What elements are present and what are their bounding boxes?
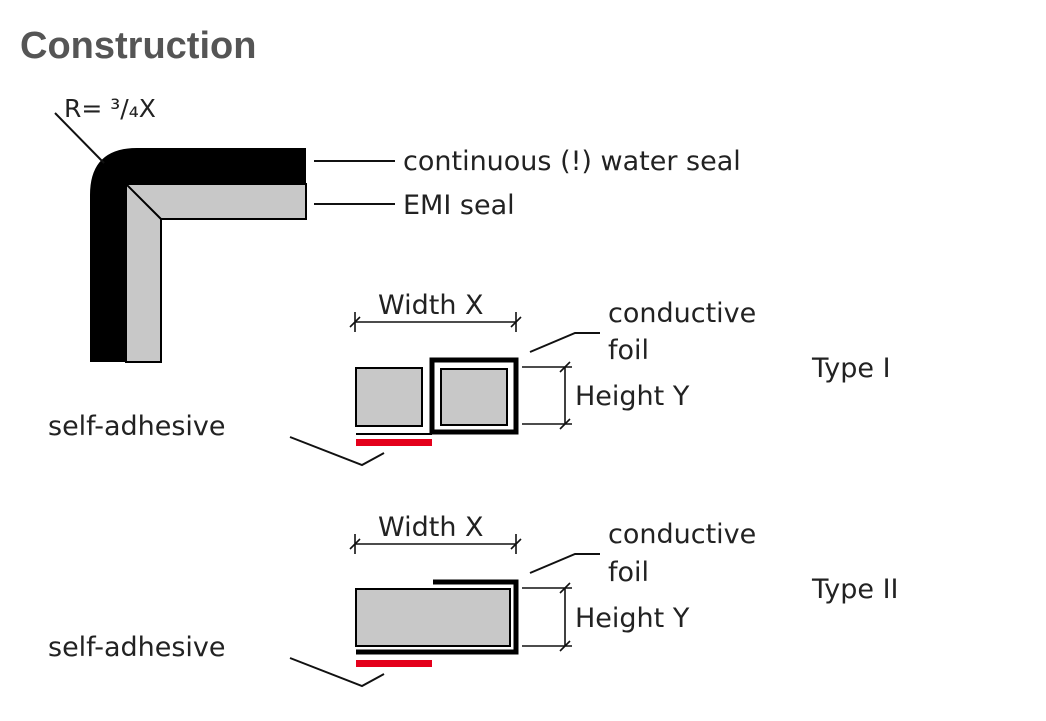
- type1-width-label: Width X: [378, 290, 484, 321]
- type2-adhesive-label: self-adhesive: [48, 632, 226, 663]
- type2-height-slash-top: [559, 582, 571, 594]
- water-seal-profile: [90, 148, 306, 362]
- type1-gasket: Width X: [349, 290, 572, 446]
- type1-foil-leader: [529, 332, 600, 353]
- type2-width-slash-right: [510, 538, 522, 550]
- type1-type-label: Type I: [811, 353, 891, 384]
- type1-width-slash-right: [510, 316, 522, 328]
- type2-foil-leader: [529, 553, 600, 574]
- type1-height-slash-top: [559, 361, 571, 373]
- type1-height-slash-bottom: [559, 418, 571, 430]
- type2-core: [355, 588, 511, 647]
- miter-line: [125, 183, 162, 220]
- type2-type-label: Type II: [811, 574, 899, 605]
- type2-foil-wrap: [356, 579, 519, 655]
- water-seal-label: continuous (!) water seal: [403, 146, 741, 177]
- type2-foil-label-line2: foil: [608, 557, 649, 588]
- emi-seal-label: EMI seal: [403, 190, 515, 221]
- type1-core-left: [355, 367, 423, 427]
- type2-height-slash-bottom: [559, 640, 571, 652]
- corner-gasket: [90, 148, 307, 363]
- radius-leader: [54, 112, 105, 164]
- type1-core-right: [440, 368, 508, 426]
- type2-width-label: Width X: [378, 512, 484, 543]
- type2-height-label: Height Y: [575, 603, 690, 634]
- type2-adhesive-strip: [356, 660, 432, 667]
- type1-width-slash-left: [349, 316, 361, 328]
- type2-adhesive-leader: [289, 657, 385, 688]
- type1-adhesive-leader: [289, 436, 385, 467]
- type2-width-slash-left: [349, 538, 361, 550]
- radius-label: R= ³/₄X: [64, 94, 156, 123]
- type1-adhesive-strip: [356, 439, 432, 446]
- type1-foil-label-line1: conductive: [608, 298, 756, 329]
- type1-adhesive-label: self-adhesive: [48, 411, 226, 442]
- type2-foil-label-line1: conductive: [608, 519, 756, 550]
- type1-height-label: Height Y: [575, 381, 690, 412]
- type1-foil-label-line2: foil: [608, 335, 649, 366]
- type2-gasket: Width X: [349, 512, 572, 667]
- page-title: Construction: [20, 25, 256, 67]
